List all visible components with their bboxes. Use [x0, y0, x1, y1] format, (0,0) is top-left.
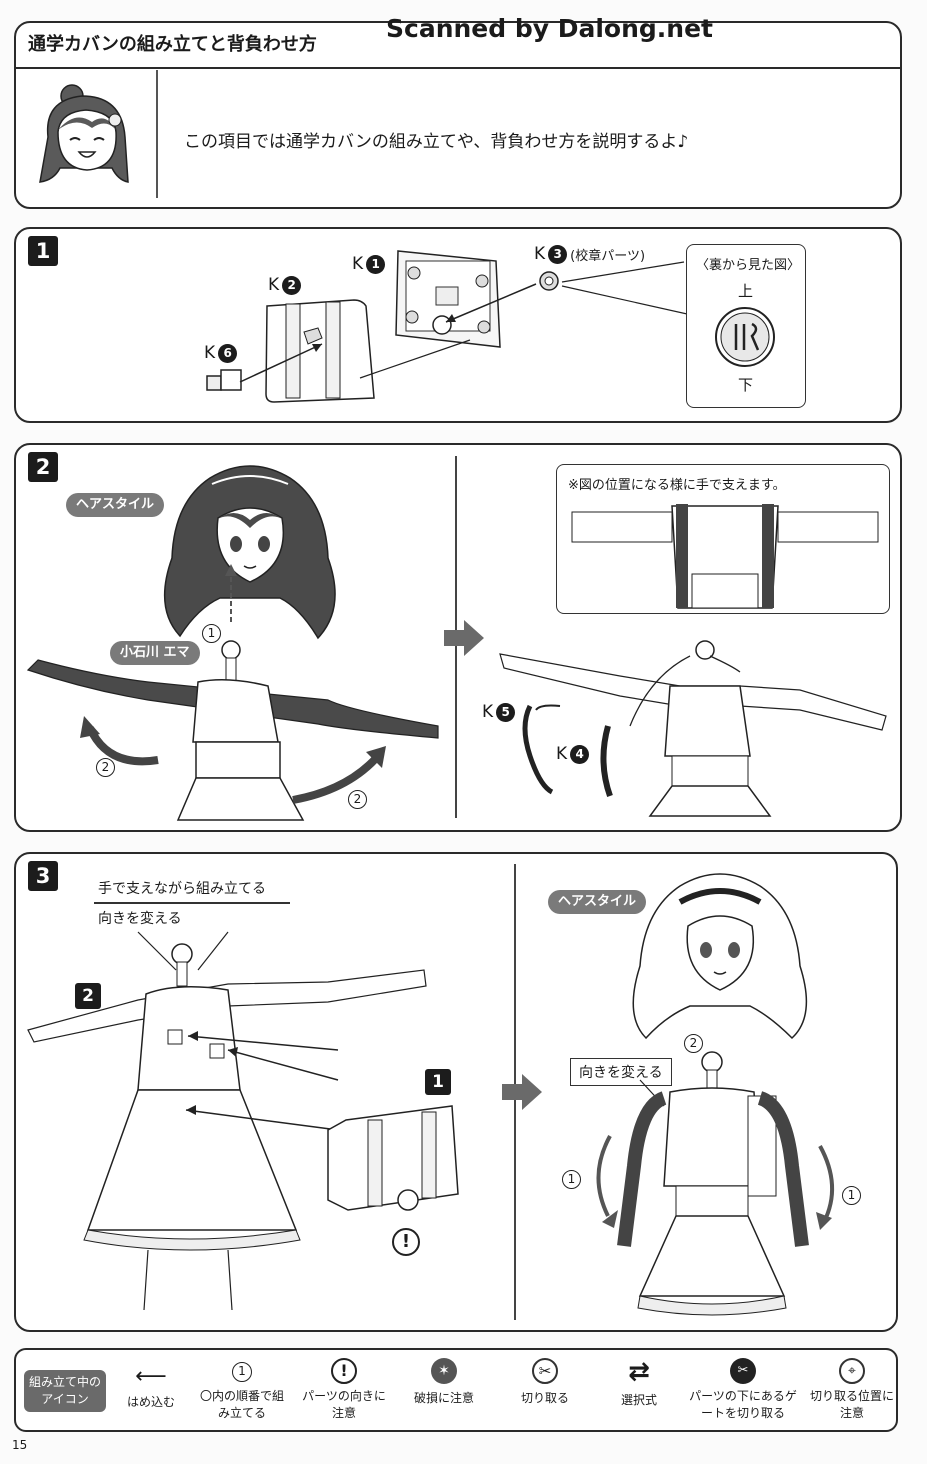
order-step-1-icon: 1 [562, 1170, 581, 1189]
part-k2-label: K 2 [268, 275, 302, 295]
legend-title: 組み立て中のアイコン [24, 1370, 106, 1412]
part-number-badge: 3 [548, 244, 568, 264]
emblem-part-note: (校章パーツ) [570, 248, 646, 264]
legend-order: 1 〇内の順番で組み立てる [199, 1362, 284, 1420]
part-k1-label: K 1 [352, 254, 386, 274]
legend-cut-position: ⌖ 切り取る位置に注意 [810, 1358, 894, 1422]
orientation-caution-icon: ! [392, 1228, 420, 1256]
intro-text: この項目では通学カバンの組み立てや、背負わせ方を説明するよ♪ [184, 132, 689, 152]
legend-caution: ! パーツの向きに注意 [302, 1358, 386, 1422]
turn-direction-callout: 向きを変える [570, 1058, 672, 1086]
turn-direction-text: 向きを変える [98, 911, 182, 927]
step1-badge: 1 [28, 236, 58, 266]
section-title: 通学カバンの組み立てと背負わせ方 [28, 34, 317, 55]
next-step-arrow-icon [444, 620, 484, 656]
order-step-1-icon: 1 [202, 624, 221, 643]
figure-with-straps-illustration [499, 640, 887, 817]
part-number-badge: 1 [366, 254, 386, 274]
order-icon: 1 [232, 1362, 252, 1382]
order-step-2-icon: 2 [348, 790, 367, 809]
hair-part-illustration [163, 465, 336, 640]
legend-gate: ✂ パーツの下にあるゲートを切り取る [688, 1358, 798, 1422]
part-number-badge: 5 [496, 702, 516, 722]
hair-light-illustration [632, 873, 808, 1040]
peg-part-icon [206, 369, 242, 391]
part-k3-label: K 3 (校章パーツ) [534, 244, 646, 264]
scan-watermark: Scanned by Dalong.net [386, 14, 714, 43]
part-k5-label: K 5 [482, 702, 516, 722]
mascot-avatar-icon [39, 84, 129, 183]
breakage-icon: ✶ [431, 1358, 457, 1384]
torso-straps-illustration [571, 504, 879, 609]
part-number-badge: 6 [218, 343, 238, 363]
part-k4-label: K 4 [556, 744, 590, 764]
next-step-arrow-icon [502, 1074, 542, 1110]
emblem-part-icon [539, 271, 559, 291]
legend-cut: ✂ 切り取る [508, 1358, 582, 1407]
order-step-1-icon: 1 [842, 1186, 861, 1205]
school-emblem-icon [715, 307, 775, 367]
header-divider [16, 67, 900, 69]
part-k6-label: K 6 [204, 343, 238, 363]
order-step-2-icon: 2 [684, 1034, 703, 1053]
gate-icon: ✂ [730, 1358, 756, 1384]
rear-view-title: 〈裏から見た図〉 [696, 258, 801, 273]
order-step-2-icon: 2 [96, 758, 115, 777]
figure-tpose-illustration [26, 564, 439, 821]
bag-backplate-part [395, 250, 501, 348]
figure-front-bag-illustration [596, 1051, 834, 1316]
sub-step-1-badge: 1 [425, 1069, 451, 1095]
step3-badge: 3 [28, 861, 58, 891]
legend-breakage: ✶ 破損に注意 [404, 1358, 484, 1407]
rear-view-bottom: 下 [738, 376, 754, 394]
callout-underline [94, 902, 290, 904]
cut-icon: ✂ [532, 1358, 558, 1384]
hair-style-label: ヘアスタイル [66, 493, 165, 517]
support-assemble-text: 手で支えながら組み立てる [98, 881, 266, 897]
figure-back-bag-illustration [27, 931, 459, 1311]
support-callout-text: ※図の位置になる様に手で支えます。 [568, 478, 786, 493]
push-in-icon: ⟵ [135, 1364, 167, 1389]
step2-badge: 2 [28, 452, 58, 482]
hair-style-label: ヘアスタイル [548, 890, 647, 914]
legend-choice: ⇄ 選択式 [604, 1358, 674, 1409]
legend-push-in: ⟵ はめ込む [116, 1366, 186, 1411]
part-number-badge: 2 [282, 275, 302, 295]
rear-view-top: 上 [738, 282, 754, 300]
bag-shell-part [265, 299, 375, 403]
part-number-badge: 4 [570, 744, 590, 764]
page-number: 15 [12, 1438, 28, 1452]
sub-step-2-badge: 2 [75, 983, 101, 1009]
intro-panel [14, 21, 902, 209]
caution-icon: ! [331, 1358, 357, 1384]
choice-icon: ⇄ [628, 1357, 650, 1387]
mascot-divider [156, 70, 158, 198]
cut-position-icon: ⌖ [839, 1358, 865, 1384]
body-label: 小石川 エマ [110, 641, 200, 665]
